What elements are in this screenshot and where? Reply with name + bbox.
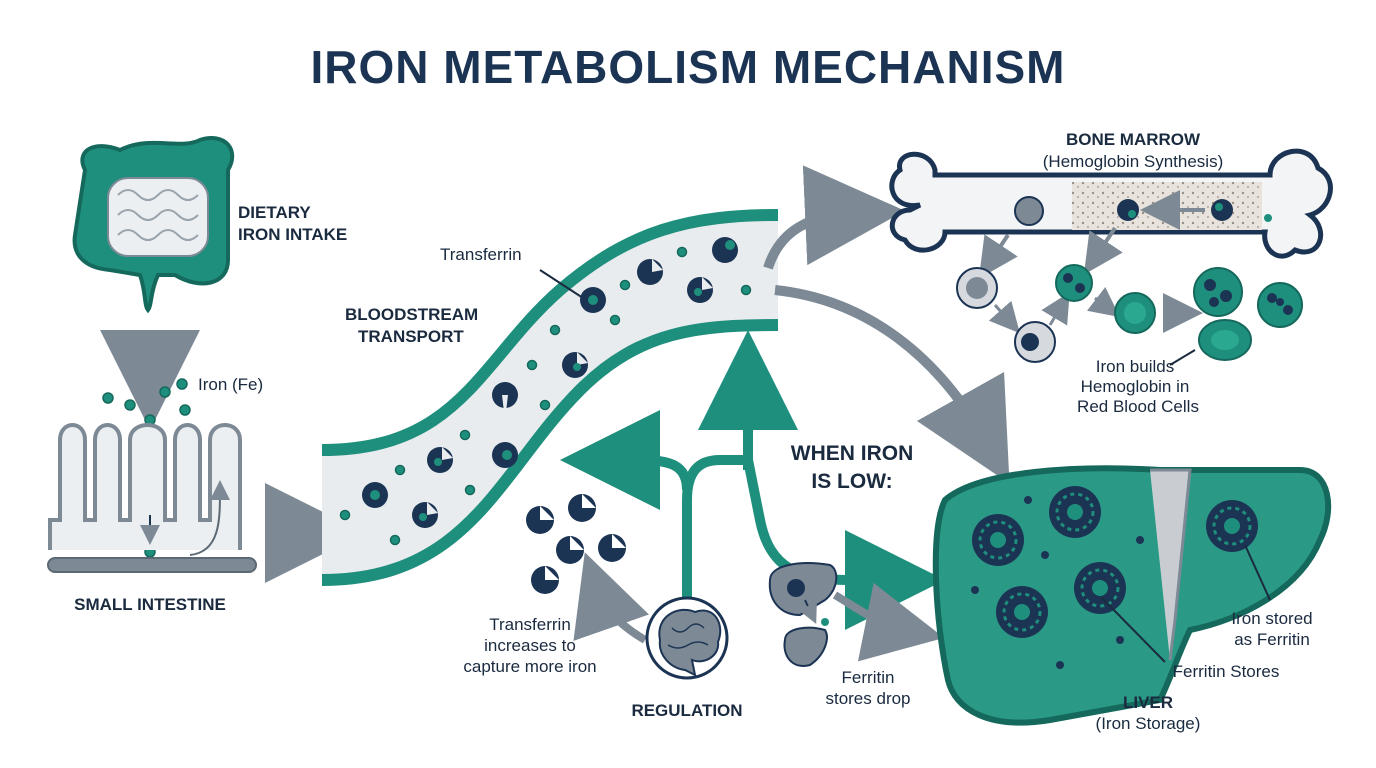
iron-stored-pointer bbox=[1244, 544, 1271, 601]
liver-label-1: LIVER bbox=[1123, 693, 1173, 712]
transferrin-label: Transferrin bbox=[440, 245, 522, 264]
small-intestine-label: SMALL INTESTINE bbox=[74, 595, 226, 614]
when-low-label-1: WHEN IRON bbox=[791, 442, 914, 465]
bloodstream-label-2: TRANSPORT bbox=[358, 327, 464, 346]
iron-stored-label-2: as Ferritin bbox=[1234, 630, 1310, 649]
bone-marrow-label-1: BONE MARROW bbox=[1066, 130, 1201, 149]
to-liver-arrow bbox=[774, 285, 1010, 484]
villi-icon bbox=[47, 423, 257, 573]
transferrin-cluster bbox=[526, 494, 626, 594]
blood-vessel-icon bbox=[321, 209, 779, 586]
transferrin-increase-arrow bbox=[573, 552, 649, 644]
iron-stored-label-1: Iron stored bbox=[1231, 609, 1312, 628]
cell-development bbox=[956, 226, 1303, 363]
ferritin-drop-arrow bbox=[832, 582, 945, 662]
transferrin-pointer bbox=[539, 269, 584, 299]
blood-iron-dots bbox=[339, 246, 752, 546]
when-low-label-2: IS LOW: bbox=[811, 470, 892, 493]
ferritin-stores-label: Ferritin Stores bbox=[1173, 662, 1280, 681]
liver-icon bbox=[932, 465, 1332, 726]
iron-builds-label-1: Iron builds bbox=[1096, 357, 1174, 376]
bone-icon bbox=[889, 148, 1333, 259]
intestine-icon bbox=[72, 136, 235, 314]
page-title: IRON METABOLISM MECHANISM bbox=[310, 41, 1065, 93]
iron-fe-label: Iron (Fe) bbox=[198, 375, 263, 394]
iron-builds-label-3: Red Blood Cells bbox=[1077, 397, 1199, 416]
iron-builds-label-2: Hemoglobin in bbox=[1081, 377, 1190, 396]
transferrin-increase-label-1: Transferrin bbox=[489, 615, 571, 634]
liver-label-2: (Iron Storage) bbox=[1096, 714, 1201, 733]
red-blood-cell-icon bbox=[1193, 267, 1303, 361]
ferritin-cluster-icons bbox=[971, 486, 1258, 669]
transferrin-increase-label-3: capture more iron bbox=[463, 657, 596, 676]
dietary-label-2: IRON INTAKE bbox=[238, 225, 347, 244]
bone-marrow-label-2: (Hemoglobin Synthesis) bbox=[1043, 152, 1223, 171]
transferrin-increase-label-2: increases to bbox=[484, 636, 576, 655]
small-liver-icons bbox=[768, 562, 838, 667]
ferritin-drop-label-1: Ferritin bbox=[842, 668, 895, 687]
iron-builds-pointer bbox=[1169, 349, 1196, 366]
brain-icon bbox=[645, 596, 729, 680]
dietary-label-1: DIETARY bbox=[238, 203, 311, 222]
regulation-label: REGULATION bbox=[631, 701, 742, 720]
ferritin-stores-pointer bbox=[1101, 597, 1166, 663]
ferritin-drop-label-2: stores drop bbox=[825, 689, 910, 708]
transferrin-molecules bbox=[362, 237, 738, 528]
bloodstream-label-1: BLOODSTREAM bbox=[345, 305, 478, 324]
to-marrow-arrow bbox=[763, 165, 905, 270]
